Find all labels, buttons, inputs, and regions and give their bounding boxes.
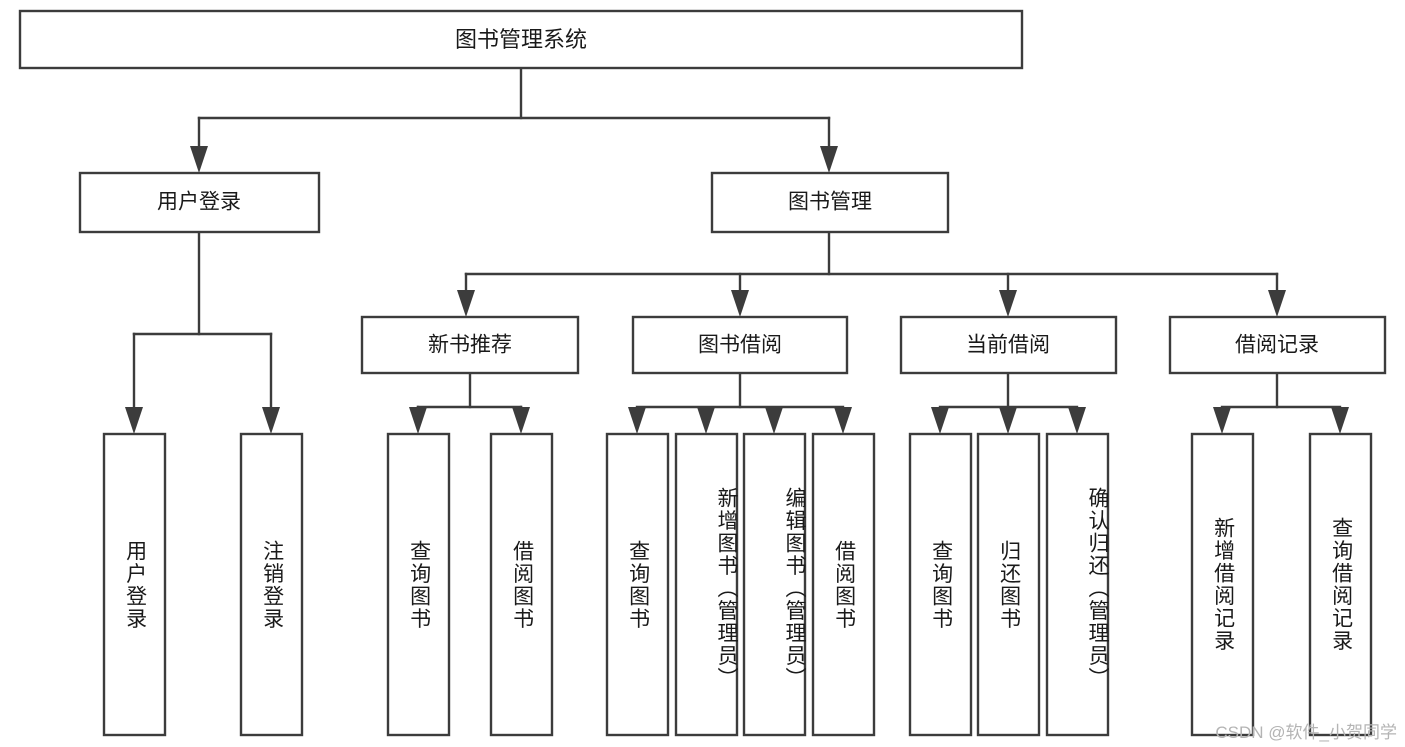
arrow-borrowrecord-leaf-2 [1331,407,1349,434]
arrow-currentborrow-leaf-1 [931,407,949,434]
node-new-book-recommend[interactable] [360,315,580,375]
label-new-book-recommend: 新书推荐 [428,334,512,357]
node-user-login[interactable] [78,171,321,234]
watermark-text: CSDN @软件_小贺同学 [1215,723,1397,742]
arrow-currentborrow-leaf-2 [999,407,1017,434]
arrow-to-borrow-record [1268,290,1286,317]
arrow-currentborrow-leaf-3 [1068,407,1086,434]
leaf-box-user-login[interactable] [102,432,167,737]
arrow-newbook-leaf-2 [512,407,530,434]
arrow-bookborrow-leaf-1 [628,407,646,434]
label-root: 图书管理系统 [455,27,587,52]
label-book-borrow: 图书借阅 [698,334,782,357]
arrow-to-current-borrow [999,290,1017,317]
arrow-bookborrow-leaf-4 [834,407,852,434]
node-book-management[interactable] [710,171,950,234]
label-book-management: 图书管理 [788,191,872,214]
arrow-newbook-leaf-1 [409,407,427,434]
arrow-to-book-borrow [731,290,749,317]
leaf-box-logout-login[interactable] [239,432,304,737]
leaf-box-query-book-3[interactable] [908,432,973,737]
arrow-to-book-manage [820,146,838,173]
leaf-box-query-borrow-record[interactable] [1308,432,1373,737]
leaf-box-confirm-return-admin[interactable] [1045,432,1110,737]
label-user-login: 用户登录 [157,191,241,214]
node-layer [18,9,1387,737]
leaf-box-query-book-2[interactable] [605,432,670,737]
leaf-box-return-book[interactable] [976,432,1041,737]
arrow-borrowrecord-leaf-1 [1213,407,1231,434]
arrow-userlogin-leaf-2 [262,407,280,434]
leaf-box-borrow-book-1[interactable] [489,432,554,737]
arrow-bookborrow-leaf-3 [765,407,783,434]
arrow-to-user-login [190,146,208,173]
node-root-book-management-system[interactable] [18,9,1024,70]
leaf-box-add-book-admin[interactable] [674,432,739,737]
node-current-borrow[interactable] [899,315,1118,375]
leaf-box-add-borrow-record[interactable] [1190,432,1255,737]
leaf-box-edit-book-admin[interactable] [742,432,807,737]
leaf-box-query-book-1[interactable] [386,432,451,737]
label-layer: 图书管理系统 用户登录 图书管理 新书推荐 图书借阅 当前借阅 借阅记录 [157,27,1319,357]
arrow-userlogin-leaf-1 [125,407,143,434]
leaf-box-borrow-book-2[interactable] [811,432,876,737]
node-book-borrow[interactable] [631,315,849,375]
label-borrow-record: 借阅记录 [1235,334,1319,357]
connector-layer [125,66,1349,434]
node-borrow-record[interactable] [1168,315,1387,375]
arrow-bookborrow-leaf-2 [697,407,715,434]
arrow-to-new-book [457,290,475,317]
label-current-borrow: 当前借阅 [966,334,1050,357]
